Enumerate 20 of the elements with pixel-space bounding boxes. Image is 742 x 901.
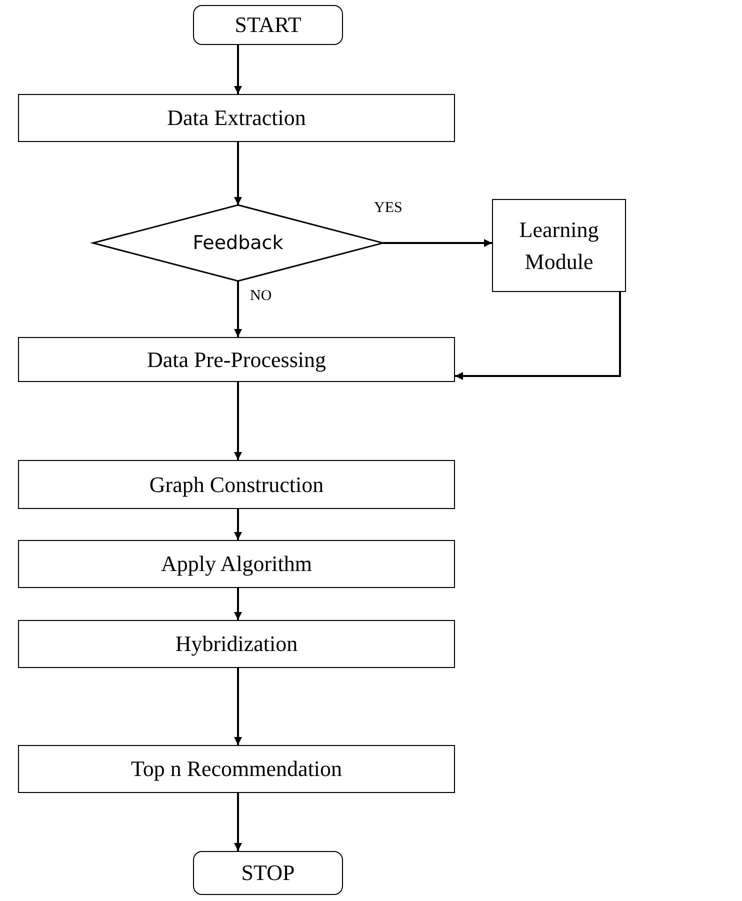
arrow <box>234 793 242 851</box>
process-box: Data Pre-Processing <box>18 337 455 382</box>
process-box: Graph Construction <box>18 460 455 509</box>
process-box: Hybridization <box>18 620 455 668</box>
decision-label: Feedback <box>192 232 284 254</box>
arrow <box>234 382 242 460</box>
arrow <box>234 45 242 94</box>
arrow <box>234 509 242 540</box>
arrow <box>455 292 621 380</box>
arrow <box>383 239 492 247</box>
process-box: Data Extraction <box>18 94 455 142</box>
arrow <box>234 142 242 205</box>
arrow <box>234 668 242 745</box>
process-box: Top n Recommendation <box>18 745 455 793</box>
arrow <box>234 281 242 337</box>
process-box: Learning Module <box>492 199 626 292</box>
terminal-box: STOP <box>193 851 343 895</box>
terminal-box: START <box>193 5 343 45</box>
process-box: Apply Algorithm <box>18 540 455 588</box>
arrow <box>234 588 242 620</box>
